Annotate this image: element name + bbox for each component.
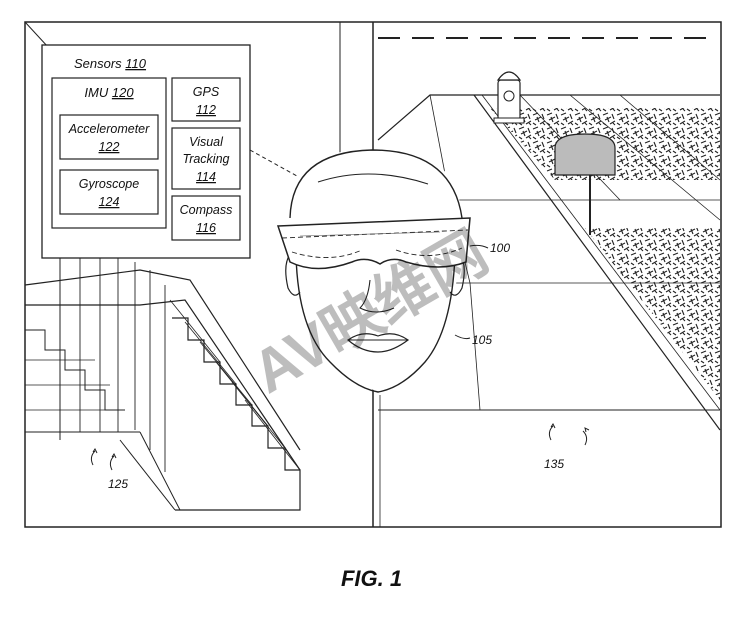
figure-caption: FIG. 1	[340, 566, 403, 591]
fire-hydrant-icon	[493, 71, 525, 124]
indoor-scene: 125	[24, 21, 341, 511]
ref-headset: 100	[490, 241, 510, 255]
gyroscope-box	[59, 169, 159, 215]
compass-ref: 116	[196, 221, 216, 235]
visual-tracking-box	[171, 127, 241, 190]
imu-label: IMU 120	[84, 85, 134, 100]
ref-user-leader	[454, 334, 471, 340]
sensors-diagram: Sensors 110 IMU 120 Accelerometer 122 Gy…	[41, 44, 251, 259]
mailbox-icon	[554, 133, 616, 235]
ref-indoor-scene: 125	[108, 477, 128, 491]
accelerometer-box	[59, 114, 159, 160]
visual-tracking-label-1: Visual	[189, 135, 224, 149]
visual-tracking-ref: 114	[196, 170, 216, 184]
ref-headset-leader	[469, 244, 489, 249]
gyroscope-label: Gyroscope	[79, 177, 139, 191]
gps-ref: 112	[196, 103, 216, 117]
gps-box	[171, 77, 241, 122]
visual-tracking-label-2: Tracking	[182, 152, 229, 166]
accelerometer-label: Accelerometer	[68, 122, 150, 136]
headset	[276, 217, 471, 270]
user-head	[285, 149, 465, 393]
sensors-title: Sensors 110	[74, 56, 147, 71]
sensors-connector	[249, 149, 381, 223]
gps-label: GPS	[193, 85, 220, 99]
accelerometer-ref: 122	[99, 140, 120, 154]
ref-user: 105	[472, 333, 492, 347]
ref-outdoor-scene: 135	[544, 457, 564, 471]
compass-label: Compass	[180, 203, 233, 217]
compass-box	[171, 195, 241, 241]
gyroscope-ref: 124	[99, 195, 120, 209]
